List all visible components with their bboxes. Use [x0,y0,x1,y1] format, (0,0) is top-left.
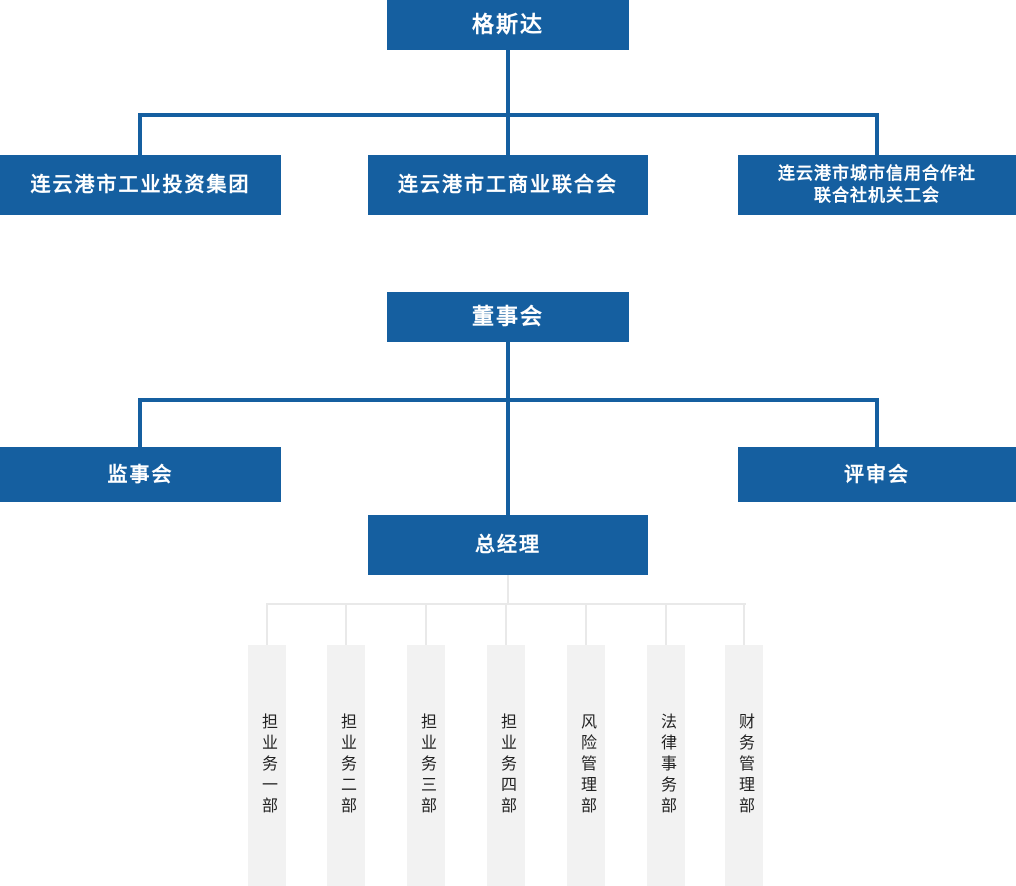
connector-root-vertical [506,50,510,115]
connector-dept1-drop [266,603,268,645]
connector-level1-left-drop [138,113,142,155]
node-general-manager: 总经理 [368,515,648,575]
node-review-committee: 评审会 [738,447,1016,502]
node-shareholder-right-line2: 联合社机关工会 [814,186,940,205]
connector-gm-vertical [507,575,509,605]
connector-level2-left-drop [138,398,142,447]
connector-level1-center-drop [506,113,510,155]
connector-level2-right-drop [875,398,879,447]
dept-business-3: 担业务三部 [407,645,445,886]
node-shareholder-right-line1: 连云港市城市信用合作社 [778,163,976,183]
connector-dept6-drop [665,603,667,645]
node-supervisory-board: 监事会 [0,447,281,502]
dept-business-4: 担业务四部 [487,645,525,886]
node-shareholder-center: 连云港市工商业联合会 [368,155,648,215]
dept-business-1: 担业务一部 [248,645,286,886]
connector-dept2-drop [345,603,347,645]
connector-level2-center-drop [506,398,510,515]
dept-finance: 财务管理部 [725,645,763,886]
dept-legal-affairs: 法律事务部 [647,645,685,886]
dept-risk-management: 风险管理部 [567,645,605,886]
connector-dept3-drop [425,603,427,645]
connector-dept4-drop [505,603,507,645]
connector-level1-right-drop [875,113,879,155]
node-shareholder-left: 连云港市工业投资集团 [0,155,281,215]
node-company-root: 格斯达 [387,0,629,50]
connector-dept7-drop [743,603,745,645]
connector-board-vertical [506,342,510,400]
node-shareholder-right: 连云港市城市信用合作社 联合社机关工会 [738,155,1016,215]
node-board-of-directors: 董事会 [387,292,629,342]
connector-dept5-drop [585,603,587,645]
dept-business-2: 担业务二部 [327,645,365,886]
